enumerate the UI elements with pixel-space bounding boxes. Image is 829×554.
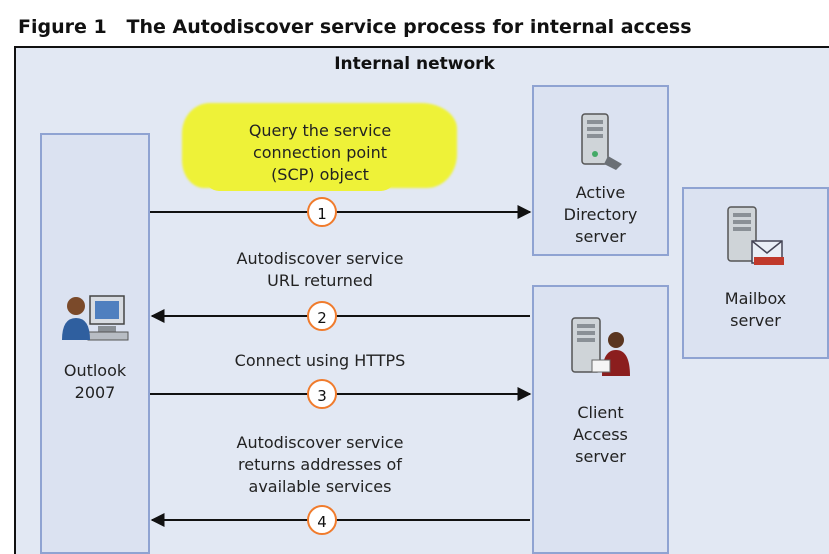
step-3-number: 3 — [307, 379, 337, 409]
step-1-label: Query the service connection point (SCP)… — [248, 121, 392, 184]
step-2-number: 2 — [307, 301, 337, 331]
figure-title: Figure 1 The Autodiscover service proces… — [18, 16, 692, 38]
network-title: Internal network — [334, 54, 495, 74]
client-access-label: Client Access server — [573, 403, 628, 466]
outlook-box — [40, 133, 150, 554]
server-icon — [581, 113, 622, 170]
active-directory-label: Active Directory server — [563, 183, 638, 246]
outlook-label: Outlook 2007 — [63, 361, 127, 402]
step-1-number: 1 — [307, 197, 337, 227]
step-4-label: Autodiscover service returns addresses o… — [236, 433, 404, 496]
mailbox-server-icon — [727, 206, 784, 265]
client-access-server-icon — [571, 317, 630, 376]
step-3-label: Connect using HTTPS — [234, 351, 406, 370]
step-1-highlight-tail — [205, 163, 395, 191]
user-computer-icon — [62, 295, 129, 341]
step-4-number: 4 — [307, 505, 337, 535]
mailbox-label: Mailbox server — [724, 289, 787, 330]
step-2-label: Autodiscover service URL returned — [236, 249, 404, 290]
active-directory-box — [532, 85, 669, 256]
